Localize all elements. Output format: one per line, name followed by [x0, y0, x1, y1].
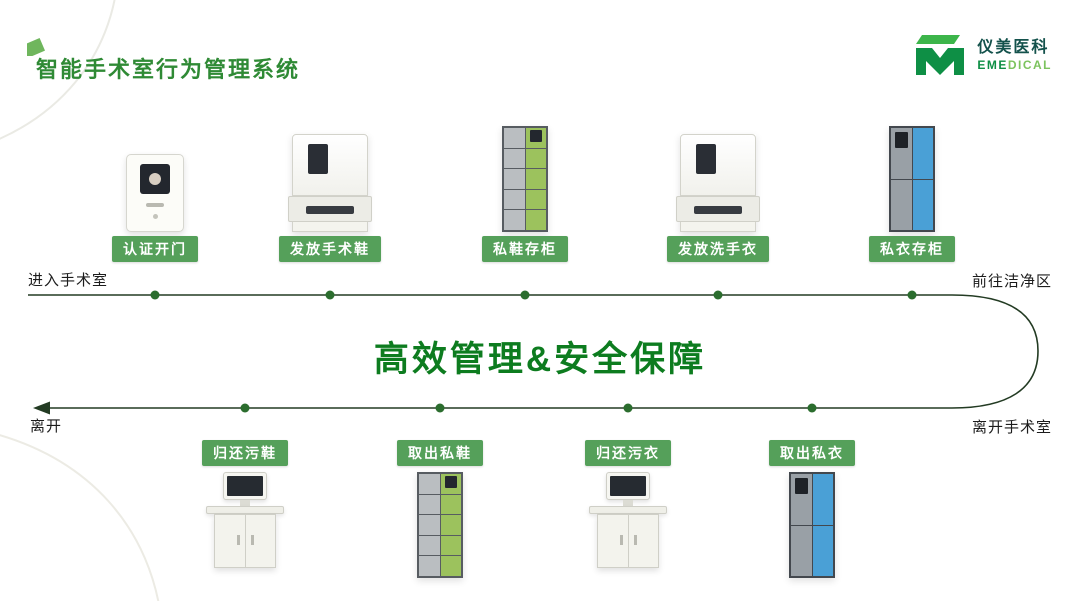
station-label-badge: 取出私衣: [769, 440, 855, 466]
device-area: [789, 472, 835, 584]
device-area: [889, 120, 935, 232]
flow-dot: [150, 290, 160, 300]
device-area: [502, 120, 548, 232]
station-label-badge: 发放洗手衣: [667, 236, 769, 262]
flow-dot: [907, 290, 917, 300]
flow-line: [28, 294, 1039, 409]
station-label-badge: 认证开门: [112, 236, 198, 262]
flow-dot: [435, 403, 445, 413]
device-area: [589, 472, 667, 584]
device-dispenser-machine: [676, 134, 760, 232]
device-return-console: [589, 472, 667, 568]
logo-mark-icon: [916, 35, 965, 75]
station-bottom-1: 取出私鞋: [355, 440, 525, 584]
station-label-badge: 私衣存柜: [869, 236, 955, 262]
face-screen-icon: [140, 164, 170, 194]
station-bottom-3: 取出私衣: [727, 440, 897, 584]
device-area: [676, 120, 760, 232]
leaf-decoration-icon: [27, 38, 45, 56]
station-bottom-2: 归还污衣: [543, 440, 713, 584]
locker-screen-icon: [444, 476, 457, 488]
label-enter-or: 进入手术室: [28, 272, 109, 289]
station-top-3: 发放洗手衣: [633, 120, 803, 262]
flow-dots: [150, 290, 917, 413]
flow-dot: [623, 403, 633, 413]
arrowhead-left-icon: [33, 401, 50, 415]
label-leave-or: 离开手术室: [971, 419, 1052, 436]
console-screen-icon: [610, 476, 646, 496]
company-logo: 仪美医科 EMEDICAL: [912, 32, 1052, 78]
flow-dot: [807, 403, 817, 413]
station-top-2: 私鞋存柜: [440, 120, 610, 262]
device-shoe-locker: [502, 126, 548, 232]
locker-screen-icon: [894, 132, 908, 148]
label-leave: 离开: [30, 418, 63, 435]
station-label-badge: 取出私鞋: [397, 440, 483, 466]
flow-dot: [325, 290, 335, 300]
station-label-badge: 归还污鞋: [202, 440, 288, 466]
device-area: [126, 120, 184, 232]
device-clothes-locker: [889, 126, 935, 232]
flow-dot: [520, 290, 530, 300]
label-to-clean-area: 前往洁净区: [971, 273, 1052, 290]
device-dispenser-machine: [288, 134, 372, 232]
station-top-0: 认证开门: [70, 120, 240, 262]
logo-name-cn: 仪美医科: [977, 38, 1050, 56]
locker-screen-icon: [529, 130, 542, 142]
device-area: [417, 472, 463, 584]
station-label-badge: 发放手术鞋: [279, 236, 381, 262]
station-bottom-0: 归还污鞋: [160, 440, 330, 584]
device-shoe-locker: [417, 472, 463, 578]
station-top-1: 发放手术鞋: [245, 120, 415, 262]
device-clothes-locker: [789, 472, 835, 578]
device-auth-panel: [126, 154, 184, 232]
locker-screen-icon: [794, 478, 808, 494]
station-label-badge: 归还污衣: [585, 440, 671, 466]
flow-dot: [713, 290, 723, 300]
page-title: 智能手术室行为管理系统: [36, 57, 301, 82]
console-screen-icon: [227, 476, 263, 496]
touchscreen-icon: [696, 144, 716, 174]
logo-name-en: EMEDICAL: [977, 57, 1052, 72]
device-area: [288, 120, 372, 232]
device-area: [206, 472, 284, 584]
touchscreen-icon: [308, 144, 328, 174]
logo-text: 仪美医科 EMEDICAL: [977, 38, 1052, 73]
device-return-console: [206, 472, 284, 568]
station-top-4: 私衣存柜: [827, 120, 997, 262]
station-label-badge: 私鞋存柜: [482, 236, 568, 262]
center-slogan: 高效管理&安全保障: [373, 340, 707, 379]
flow-dot: [240, 403, 250, 413]
